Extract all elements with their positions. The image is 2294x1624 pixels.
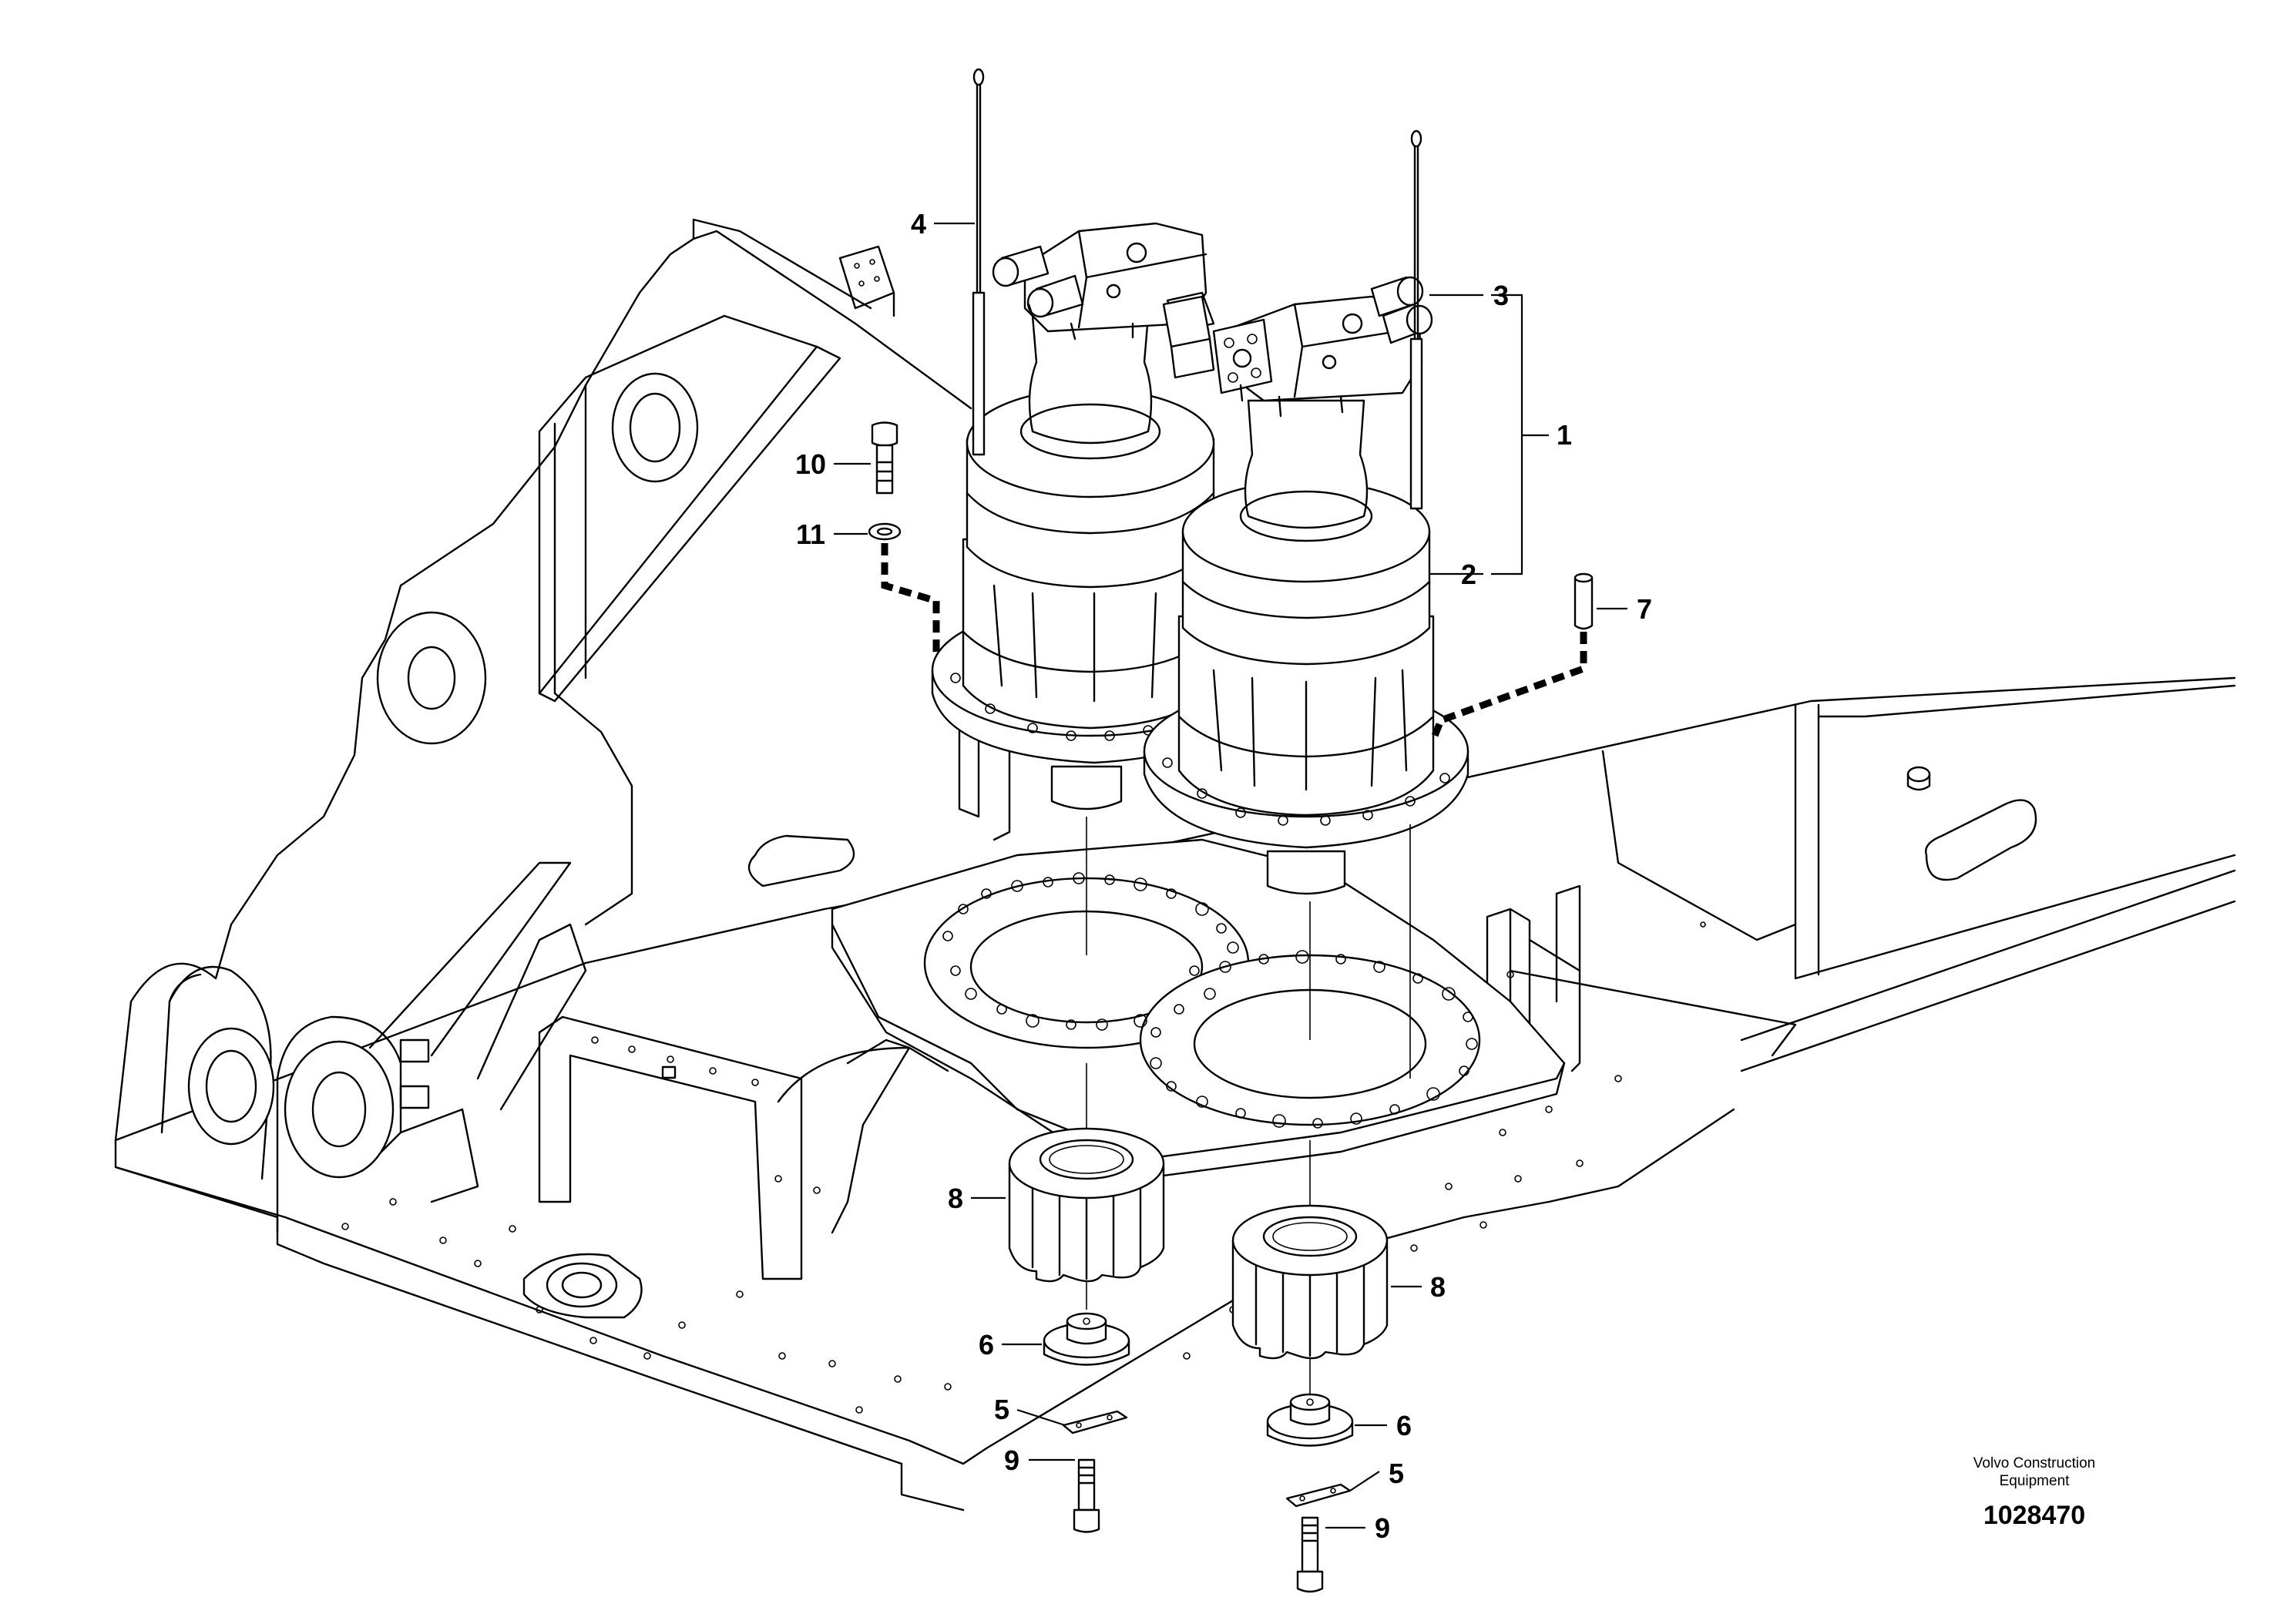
callout-1: 1 bbox=[1557, 419, 1572, 451]
upper-frame-structure bbox=[114, 218, 2236, 1512]
callout-9-left: 9 bbox=[1004, 1444, 1019, 1476]
drawing-number: 1028470 bbox=[1983, 1501, 2086, 1530]
callout-3: 3 bbox=[1493, 280, 1509, 311]
bolt-10 bbox=[871, 421, 898, 495]
retainer-right bbox=[1266, 1393, 1354, 1447]
callout-8-left: 8 bbox=[948, 1183, 963, 1214]
company-caption: Volvo Construction Equipment bbox=[1942, 1455, 2127, 1490]
retainer-left bbox=[1043, 1312, 1130, 1366]
callout-4: 4 bbox=[911, 208, 926, 240]
swing-motor-right bbox=[1143, 276, 1469, 895]
callout-5-left: 5 bbox=[994, 1394, 1009, 1425]
ring-bolt-holes bbox=[942, 872, 1478, 1129]
callout-8-right: 8 bbox=[1430, 1271, 1446, 1303]
double-ring-mount-plate bbox=[831, 838, 1566, 1180]
callout-9-right: 9 bbox=[1375, 1512, 1390, 1544]
pinion-gear-left bbox=[1008, 1127, 1165, 1283]
pinion-gear-right bbox=[1231, 1204, 1389, 1360]
hidden-path-pin-7 bbox=[1429, 632, 1587, 741]
callout-5-right: 5 bbox=[1389, 1458, 1404, 1489]
bolt-right bbox=[1296, 1516, 1324, 1593]
hidden-path-bolt-10 bbox=[881, 543, 940, 655]
callout-labels: 1 2 3 4 5 5 6 6 7 8 8 9 9 10 11 bbox=[795, 208, 1652, 1544]
company-line-2: Equipment bbox=[1999, 1473, 2070, 1489]
bolt-left bbox=[1073, 1458, 1100, 1533]
dipstick-right bbox=[1409, 129, 1423, 510]
lock-plate-left bbox=[1062, 1410, 1128, 1434]
lock-plate-right bbox=[1285, 1483, 1352, 1508]
callout-leaders bbox=[834, 222, 1627, 1529]
pin-7 bbox=[1574, 572, 1594, 630]
callout-10: 10 bbox=[795, 448, 826, 480]
company-line-1: Volvo Construction bbox=[1973, 1455, 2096, 1471]
swing-motor-left bbox=[931, 222, 1250, 810]
washer-11 bbox=[868, 522, 902, 541]
callout-2: 2 bbox=[1461, 559, 1476, 590]
callout-11: 11 bbox=[796, 518, 825, 550]
callout-7: 7 bbox=[1637, 593, 1652, 625]
callout-6-left: 6 bbox=[979, 1329, 994, 1361]
callout-6-right: 6 bbox=[1396, 1410, 1412, 1441]
dipstick-left bbox=[972, 68, 986, 456]
